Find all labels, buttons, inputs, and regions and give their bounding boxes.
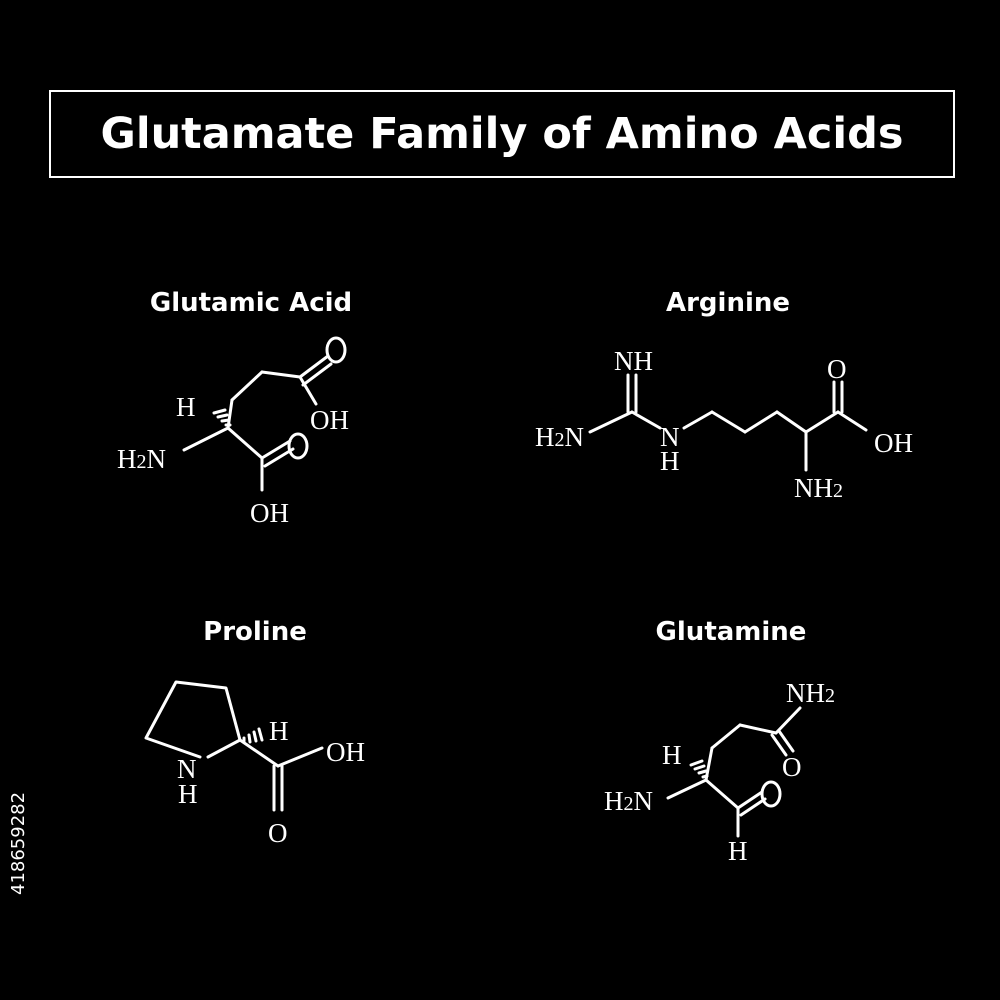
proline-structure: N H H OH O — [144, 680, 365, 848]
glu-h-label: H — [176, 392, 196, 422]
pro-h-label: H — [269, 716, 289, 746]
glu-bond-cg-cd — [260, 370, 302, 379]
pro-bond-ca-c — [238, 738, 280, 768]
pro-o-label: O — [268, 818, 288, 848]
gln-hashed-wedge — [689, 759, 709, 779]
gln-bond-ca-c — [704, 778, 740, 810]
arg-bond-c-nh2 — [588, 410, 634, 434]
pro-oh-label: OH — [326, 737, 365, 767]
gln-bond-ca-n — [666, 778, 708, 800]
glu-bond-ca-c — [226, 426, 264, 460]
gln-bond-c-o — [736, 790, 764, 810]
stock-id-watermark: 418659282 — [8, 791, 29, 895]
arg-bond-n-c1 — [682, 410, 714, 430]
glu-bond-cb-cg — [230, 370, 264, 402]
arg-n-label: N — [660, 422, 680, 452]
glu-oh-main-label: OH — [250, 498, 289, 528]
arg-h2n-label: H2N — [535, 422, 584, 452]
gln-bond-cd-o-2 — [777, 729, 795, 753]
gln-bond-cd-nh2 — [774, 706, 802, 735]
arg-oh-label: OH — [874, 428, 913, 458]
glu-o-side-ring — [325, 336, 347, 364]
gln-h-label: H — [662, 740, 682, 770]
arg-bond-c3-ca — [775, 410, 808, 434]
proline-name: Proline — [203, 617, 307, 647]
gln-h2n-label: H2N — [604, 786, 653, 816]
gln-bond-cb-cg — [710, 723, 742, 750]
glutamic-acid-structure: H H2N OH OH — [117, 336, 349, 528]
gln-bond-cd-o-1 — [770, 733, 788, 757]
arg-bond-c-oh — [836, 410, 868, 432]
title-box: Glutamate Family of Amino Acids — [49, 90, 955, 178]
glu-bond-ca-n — [182, 426, 230, 452]
glu-oh-side-label: OH — [310, 405, 349, 435]
arginine-name: Arginine — [665, 288, 791, 318]
gln-o-amide-label: O — [782, 752, 802, 782]
pro-hashed-wedge — [242, 727, 264, 744]
arg-bond-ca-c — [804, 410, 840, 434]
arg-nh-label: NH — [614, 346, 653, 376]
glu-hashed-wedge — [212, 408, 232, 427]
gln-o-ring — [760, 780, 782, 808]
glutamic-acid-name: Glutamic Acid — [149, 288, 353, 318]
glu-bond-cd-oh — [298, 375, 318, 406]
pro-bond-ca-n — [206, 738, 242, 759]
arginine-structure: NH H2N N H O OH NH2 — [535, 346, 913, 503]
arg-bond-c-n — [630, 410, 662, 430]
pro-bond-c-oh — [276, 746, 324, 768]
gln-bond-c-o-double — [739, 797, 767, 817]
gln-bond-cg-cd — [738, 723, 778, 735]
pro-n-label: N — [177, 754, 197, 784]
glu-o-main-ring — [287, 432, 309, 460]
glutamine-name: Glutamine — [655, 617, 807, 647]
glu-bond-cd-o-double — [301, 362, 333, 387]
pro-ring-path — [144, 680, 242, 759]
glu-bond-c-o-double — [263, 447, 295, 468]
page-title: Glutamate Family of Amino Acids — [100, 109, 904, 159]
glu-h2n-label: H2N — [117, 444, 166, 474]
gln-h-ald-label: H — [728, 836, 748, 866]
gln-nh2-label: NH2 — [786, 678, 835, 708]
glu-bond-ca-cb — [226, 398, 234, 430]
arg-bond-c1-c2 — [710, 410, 747, 434]
glu-bond-c-o — [260, 439, 292, 460]
arg-bond-c2-c3 — [743, 410, 779, 434]
glutamine-structure: NH2 O H H2N H — [604, 678, 835, 866]
arg-o-label: O — [827, 354, 847, 384]
glu-bond-cd-o — [298, 354, 330, 379]
arg-h-label: H — [660, 446, 680, 476]
pro-nh-h-label: H — [178, 779, 198, 809]
arg-nh2-label: NH2 — [794, 473, 843, 503]
